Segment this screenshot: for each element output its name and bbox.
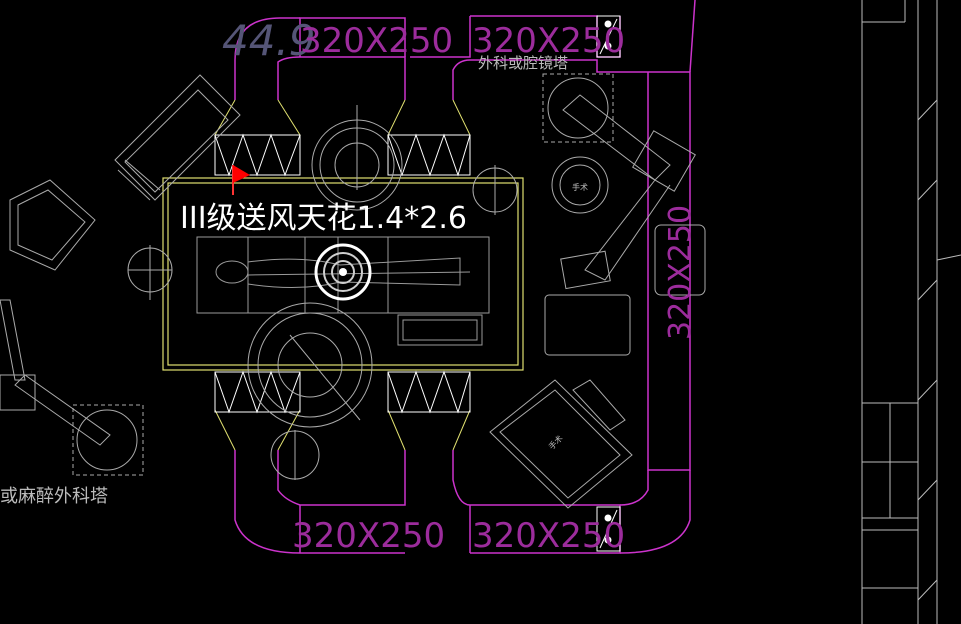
surgical-light-center [314,243,372,301]
scale-label: 44.9 [222,16,316,65]
duct-size-top-left: 320X250 [300,21,453,61]
surgical-lights [127,105,518,480]
small-label-2: 手术 [546,433,564,451]
red-flag-marker[interactable] [232,165,250,195]
duct-size-top-right: 320X250 [472,21,625,61]
tower-label-anesthesia-surgery: 或麻醉外科塔 [0,486,108,507]
adjacent-room-plan [861,0,961,624]
air-duct-outline [234,0,696,554]
duct-size-right-vertical: 320X250 [663,205,698,340]
laminar-ceiling-box[interactable] [162,177,524,371]
diffuser-grilles [214,133,471,414]
damper-symbols [596,15,621,552]
small-label-1: 手术 [572,182,588,192]
equipment-cart-bottom-right[interactable] [489,379,633,509]
pendant-tower-right[interactable] [542,73,706,356]
anesthesia-machine[interactable] [9,74,241,271]
pendant-tower-left[interactable] [0,299,144,476]
operating-table[interactable] [196,236,490,346]
ceiling-title: III级送风天花1.4*2.6 [180,201,467,236]
duct-size-bottom-left: 320X250 [292,516,445,556]
duct-size-bottom-right: 320X250 [472,516,625,556]
tower-label-surgery-endoscope: 外科或腔镜塔 [478,54,568,72]
